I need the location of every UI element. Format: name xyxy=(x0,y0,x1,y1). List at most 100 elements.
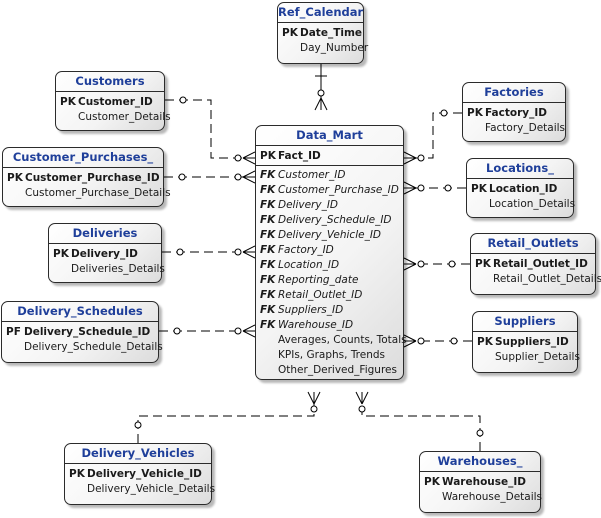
relationship-customer-purchases[interactable] xyxy=(164,170,256,184)
attribute-row: Other_Derived_Figures xyxy=(260,363,399,378)
key-marker: PK xyxy=(424,476,440,488)
attribute-row: Day_Number xyxy=(282,41,368,56)
entity-title: Retail_Outlets xyxy=(471,234,595,254)
column-name: Delivery_ID xyxy=(278,199,339,211)
relationship-deliveries[interactable] xyxy=(162,245,256,259)
column-name: Delivery_Schedule_ID xyxy=(24,326,151,338)
key-marker: FK xyxy=(260,229,276,241)
entity-title: Data_Mart xyxy=(256,126,403,146)
key-marker xyxy=(260,348,278,363)
relationship-warehouses[interactable] xyxy=(355,391,484,451)
column-name: Customer_Details xyxy=(78,111,171,123)
key-marker: FK xyxy=(260,304,276,316)
attribute-row: Factory_Details xyxy=(467,121,565,136)
column-name: Reporting_date xyxy=(278,274,359,286)
entity-title: Customers xyxy=(56,72,164,92)
column-name: Warehouse_ID xyxy=(278,319,354,331)
key-marker: PK xyxy=(60,96,76,108)
relationship-customers[interactable] xyxy=(165,96,256,165)
column-name: KPIs, Graphs, Trends xyxy=(278,349,386,361)
key-marker: PK xyxy=(475,258,491,270)
relationship-suppliers[interactable] xyxy=(403,334,472,348)
column-name: Factory_ID xyxy=(485,107,547,119)
relationship-delivery-schedules[interactable] xyxy=(159,324,256,338)
key-marker: PK xyxy=(282,27,298,39)
attribute-row: Retail_Outlet_Details xyxy=(475,272,601,287)
key-marker: FK xyxy=(260,289,276,301)
column-name: Fact_ID xyxy=(278,150,321,162)
column-name: Delivery_Vehicle_Details xyxy=(87,483,216,495)
relationship-ref-calendar[interactable] xyxy=(314,64,328,111)
column-name: Retail_Outlet_ID xyxy=(493,258,588,270)
column-name: Delivery_Vehicle_ID xyxy=(87,468,202,480)
column-name: Customer_Purchase_ID xyxy=(278,184,399,196)
column-name: Day_Number xyxy=(300,42,369,54)
column-name: Suppliers_ID xyxy=(495,336,569,348)
attribute-row: Warehouse_Details xyxy=(424,490,542,505)
relationship-delivery-vehicles[interactable] xyxy=(134,391,321,443)
relationship-locations[interactable] xyxy=(403,181,466,195)
key-marker: PK xyxy=(69,468,85,480)
relationship-retail-outlets[interactable] xyxy=(403,257,470,271)
key-marker xyxy=(260,333,278,348)
key-marker: FK xyxy=(260,259,276,271)
entity-title: Delivery_Schedules xyxy=(2,302,158,322)
key-marker: FK xyxy=(260,274,276,286)
entity-title: Locations_ xyxy=(467,159,573,179)
column-name: Factory_Details xyxy=(485,122,566,134)
entity-title: Deliveries xyxy=(49,224,161,244)
key-marker xyxy=(424,490,442,505)
key-marker xyxy=(260,363,278,378)
key-marker: PK xyxy=(53,248,69,260)
key-marker xyxy=(282,41,300,56)
key-marker xyxy=(477,350,495,365)
column-name: Customer_ID xyxy=(78,96,153,108)
attribute-row: Averages, Counts, Totals xyxy=(260,333,407,348)
key-marker: PK xyxy=(7,172,23,184)
relationship-factories[interactable] xyxy=(403,109,462,165)
column-name: Retail_Outlet_Details xyxy=(493,273,601,285)
column-name: Location_Details xyxy=(489,198,576,210)
column-name: Location_ID xyxy=(278,259,340,271)
entity-title: Customer_Purchases_ xyxy=(3,148,163,168)
column-name: Location_ID xyxy=(489,183,558,195)
key-marker: FK xyxy=(260,244,276,256)
attribute-row: Customer_Purchase_Details xyxy=(7,186,171,201)
attribute-row: Customer_Details xyxy=(60,110,171,125)
key-marker: PK xyxy=(471,183,487,195)
key-marker: PF xyxy=(6,326,21,338)
entity-title: Warehouses_ xyxy=(420,452,540,472)
key-marker xyxy=(60,110,78,125)
attribute-row: Delivery_Schedule_Details xyxy=(6,340,163,355)
column-name: Warehouse_Details xyxy=(442,491,543,503)
key-marker xyxy=(53,262,71,277)
